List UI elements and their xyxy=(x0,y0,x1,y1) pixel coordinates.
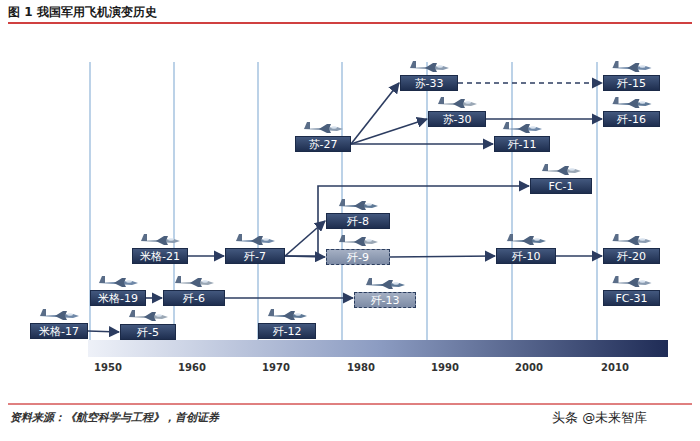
aircraft-name: 歼-16 xyxy=(617,113,646,126)
figure-title: 图 1 我国军用飞机演变历史 xyxy=(8,4,157,21)
aircraft-name: FC-1 xyxy=(549,180,574,193)
aircraft-icon xyxy=(267,309,307,320)
aircraft-box: 歼-13 xyxy=(354,292,416,308)
evolution-arrow xyxy=(458,82,602,84)
aircraft-name: 歼-5 xyxy=(137,326,159,339)
year-label: 1950 xyxy=(94,362,122,373)
evolution-arrow xyxy=(351,143,493,145)
watermark: 头条 @未来智库 xyxy=(552,409,647,427)
aircraft-box: FC-31 xyxy=(603,290,660,306)
aircraft-name: 歼-9 xyxy=(347,251,369,264)
aircraft-name: 歼-15 xyxy=(617,77,646,90)
aircraft-icon xyxy=(39,309,79,320)
evolution-arrow xyxy=(285,256,325,257)
aircraft-name: 米格-19 xyxy=(98,292,138,305)
evolution-arrow xyxy=(146,297,162,299)
aircraft-box: 米格-17 xyxy=(30,323,88,339)
aircraft-box: FC-1 xyxy=(530,178,592,194)
aircraft-box: 歼-8 xyxy=(326,213,390,229)
aircraft-icon xyxy=(502,122,542,133)
aircraft-icon xyxy=(303,122,343,133)
aircraft-box: 米格-21 xyxy=(132,248,188,264)
aircraft-icon xyxy=(612,234,652,245)
aircraft-box: 米格-19 xyxy=(90,290,146,306)
aircraft-icon xyxy=(235,234,275,245)
aircraft-box: 苏-30 xyxy=(428,111,486,127)
aircraft-icon xyxy=(437,97,477,108)
aircraft-box: 苏-27 xyxy=(295,136,351,152)
year-label: 1970 xyxy=(262,362,290,373)
evolution-arrow xyxy=(351,119,427,144)
aircraft-icon xyxy=(612,276,652,287)
aircraft-icon xyxy=(338,235,378,246)
evolution-arrow xyxy=(486,118,602,120)
aircraft-name: 歼-12 xyxy=(273,325,302,338)
aircraft-name: 歼-6 xyxy=(183,292,205,305)
aircraft-name: 歼-10 xyxy=(512,250,541,263)
aircraft-icon xyxy=(140,234,180,245)
evolution-arrow xyxy=(351,83,399,144)
aircraft-name: 歼-8 xyxy=(347,215,369,228)
aircraft-name: 苏-33 xyxy=(415,77,444,90)
aircraft-illustrations xyxy=(39,61,652,321)
year-gridlines xyxy=(90,62,597,357)
aircraft-name: 米格-17 xyxy=(39,325,79,338)
year-label: 1960 xyxy=(178,362,206,373)
aircraft-icon xyxy=(541,164,581,175)
evolution-arrow xyxy=(556,255,602,257)
aircraft-box: 歼-15 xyxy=(603,75,660,91)
aircraft-icon xyxy=(98,276,138,287)
aircraft-name: 歼-13 xyxy=(371,294,400,307)
year-label: 1990 xyxy=(431,362,459,373)
aircraft-name: 歼-11 xyxy=(508,138,537,151)
aircraft-name: 米格-21 xyxy=(140,250,180,263)
evolution-arrow xyxy=(88,331,119,332)
timeline-bar xyxy=(88,340,668,357)
aircraft-box: 歼-9 xyxy=(326,249,390,265)
aircraft-box: 歼-20 xyxy=(603,248,660,264)
aircraft-box: 苏-33 xyxy=(400,75,458,91)
aircraft-icon xyxy=(409,61,449,72)
aircraft-icon xyxy=(506,234,546,245)
aircraft-name: FC-31 xyxy=(616,292,648,305)
aircraft-box: 歼-10 xyxy=(496,248,556,264)
year-label: 2000 xyxy=(515,362,543,373)
footer-rule xyxy=(8,404,692,405)
aircraft-box: 歼-6 xyxy=(163,290,225,306)
connectors xyxy=(88,83,602,332)
aircraft-name: 苏-30 xyxy=(443,113,472,126)
aircraft-icon xyxy=(128,310,168,321)
aircraft-icon xyxy=(365,278,405,289)
evolution-arrow xyxy=(285,221,325,256)
aircraft-box: 歼-5 xyxy=(120,324,176,340)
aircraft-name: 苏-27 xyxy=(309,138,338,151)
aircraft-name: 歼-7 xyxy=(244,250,266,263)
evolution-arrow xyxy=(285,186,529,256)
title-rule xyxy=(8,22,692,24)
aircraft-box: 歼-11 xyxy=(494,136,550,152)
aircraft-box: 歼-16 xyxy=(603,111,660,127)
evolution-arrow xyxy=(225,297,353,299)
aircraft-icon xyxy=(338,199,378,210)
aircraft-name: 歼-20 xyxy=(617,250,646,263)
year-label: 2010 xyxy=(601,362,629,373)
aircraft-icon xyxy=(174,276,214,287)
evolution-arrow xyxy=(188,255,224,257)
evolution-arrow xyxy=(390,256,495,257)
aircraft-box: 歼-7 xyxy=(225,248,285,264)
year-label: 1980 xyxy=(347,362,375,373)
aircraft-icon xyxy=(612,61,652,72)
source-note: 资料来源：《航空科学与工程》，首创证券 xyxy=(10,410,219,425)
aircraft-box: 歼-12 xyxy=(258,323,316,339)
aircraft-icon xyxy=(612,97,652,108)
